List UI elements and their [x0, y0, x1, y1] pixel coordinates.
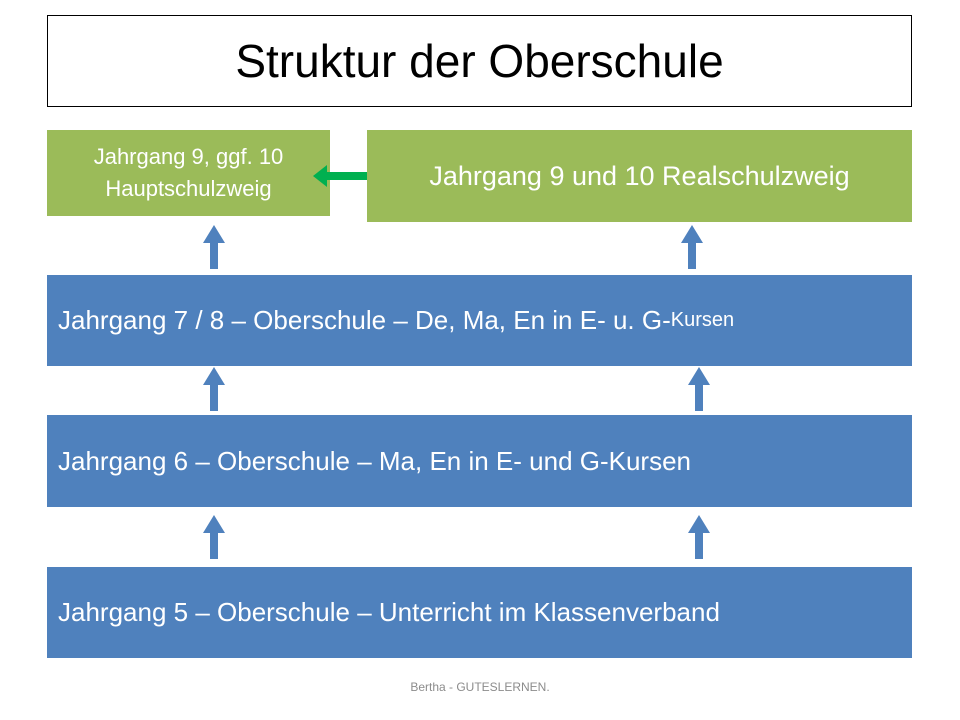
slide-title: Struktur der Oberschule: [47, 15, 912, 107]
hauptschule-line2: Hauptschulzweig: [105, 176, 272, 201]
footer-credit: Bertha - GUTESLERNEN.: [410, 680, 550, 694]
jahrgang78-text: Jahrgang 7 / 8 – Oberschule – De, Ma, En…: [58, 305, 671, 335]
box-jahrgang-5: Jahrgang 5 – Oberschule – Unterricht im …: [47, 567, 912, 658]
hauptschule-line1: Jahrgang 9, ggf. 10: [93, 144, 284, 169]
up-arrow-icon: [203, 515, 225, 559]
box-jahrgang-7-8: Jahrgang 7 / 8 – Oberschule – De, Ma, En…: [47, 275, 912, 366]
up-arrow-icon: [688, 367, 710, 411]
double-arrow-icon: [313, 165, 385, 187]
box-jahrgang-6: Jahrgang 6 – Oberschule – Ma, En in E- u…: [47, 415, 912, 507]
up-arrow-icon: [681, 225, 703, 269]
box-realschulzweig: Jahrgang 9 und 10 Realschulzweig: [367, 130, 912, 222]
up-arrow-icon: [688, 515, 710, 559]
up-arrow-icon: [203, 225, 225, 269]
box-hauptschulzweig: Jahrgang 9, ggf. 10 Hauptschulzweig: [47, 130, 330, 216]
up-arrow-icon: [203, 367, 225, 411]
jahrgang78-kursen: Kursen: [670, 309, 735, 331]
